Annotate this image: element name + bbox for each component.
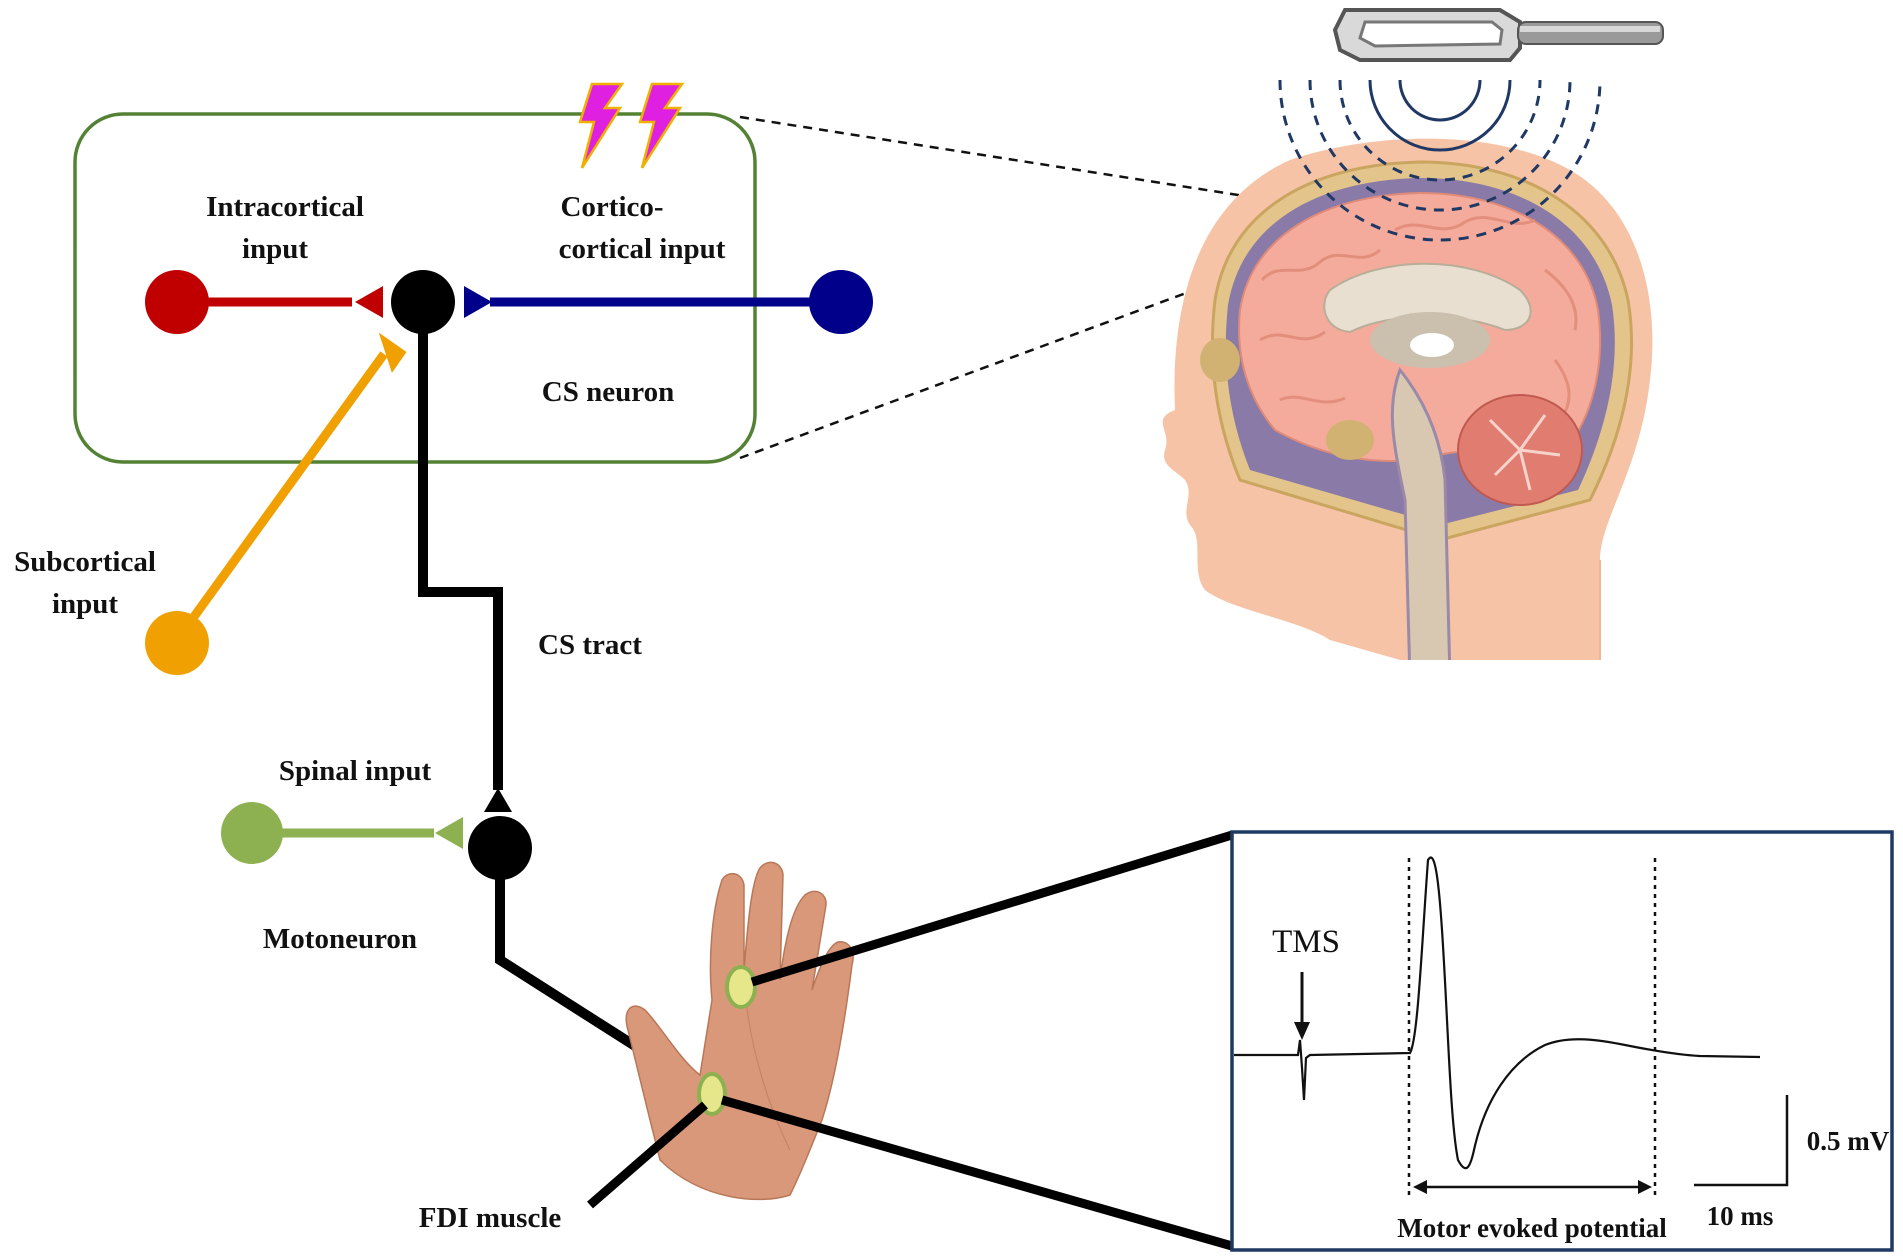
- mep-trace-group: [1234, 856, 1761, 1195]
- label-motor-evoked-potential: Motor evoked potential: [1397, 1213, 1667, 1243]
- mep-span-arrow: [1413, 1180, 1652, 1194]
- label-tms: TMS: [1272, 924, 1340, 960]
- label-spinal-input: Spinal input: [279, 755, 432, 787]
- zoom-line-bottom: [720, 1095, 1234, 1251]
- label-intracortical-line1: Intracortical: [206, 191, 364, 223]
- subcortical-input-pathway: [145, 332, 407, 675]
- magnetic-field-arcs: [1278, 79, 1602, 242]
- lightning-bolt-icon: [578, 82, 685, 169]
- hand-illustration: [625, 861, 854, 1201]
- cs-neuron-and-tract: [391, 270, 512, 812]
- zoom-line-top: [750, 830, 1234, 987]
- projection-line-top: [739, 115, 1271, 202]
- fdi-pointer-line: [587, 1101, 708, 1209]
- label-motoneuron: Motoneuron: [263, 923, 417, 955]
- label-cs-tract: CS tract: [538, 629, 642, 661]
- label-scale-time: 10 ms: [1707, 1201, 1774, 1231]
- label-corticocortical-line1: Cortico-: [560, 191, 663, 223]
- label-scale-voltage: 0.5 mV: [1807, 1126, 1890, 1156]
- mep-waveform: [1234, 856, 1761, 1170]
- label-fdi-muscle: FDI muscle: [419, 1202, 562, 1234]
- label-corticocortical-line2: cortical input: [559, 233, 726, 265]
- label-subcortical-line2: input: [52, 588, 118, 620]
- cs-neuron-box: [73, 112, 757, 464]
- label-subcortical-line1: Subcortical: [14, 546, 156, 578]
- tms-coil-icon: [1332, 8, 1664, 62]
- intracortical-input-pathway: [145, 270, 383, 334]
- scale-bar: [1694, 1095, 1789, 1187]
- corticocortical-input-pathway: [464, 270, 873, 334]
- label-intracortical-line2: input: [242, 233, 308, 265]
- sagittal-head-illustration: [1162, 138, 1653, 661]
- tms-marker-arrow: [1294, 972, 1310, 1040]
- label-cs-neuron: CS neuron: [542, 376, 674, 408]
- spinal-input-pathway: [221, 802, 463, 864]
